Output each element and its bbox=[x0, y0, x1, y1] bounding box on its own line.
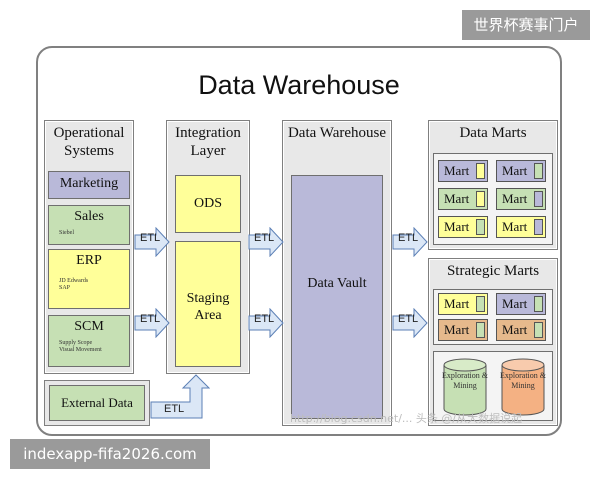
marketing-label: Marketing bbox=[59, 176, 119, 191]
data-marts-grid: Mart Mart Mart Mart Mart Mart bbox=[433, 153, 553, 245]
erp-box: ERP JD Edwards SAP bbox=[48, 249, 130, 309]
sales-label: Sales bbox=[74, 209, 104, 224]
exploration-2-label: Exploration & Mining bbox=[500, 371, 546, 390]
diagram-title: Data Warehouse bbox=[198, 70, 400, 100]
etl-arrow-1: ETL bbox=[134, 227, 170, 257]
staging-area-label: Staging Area bbox=[186, 291, 230, 323]
strategic-mart-2: Mart bbox=[496, 293, 546, 315]
strategic-marts-grid: Mart Mart Mart Mart bbox=[433, 289, 553, 345]
etl-arrow-3: ETL bbox=[248, 227, 284, 257]
ods-label: ODS bbox=[193, 196, 222, 211]
url-watermark: http://blog.csdn.net/... 头条 @/从大数据说起 bbox=[290, 412, 523, 425]
mart-6: Mart bbox=[496, 216, 546, 238]
etl-label-3: ETL bbox=[254, 232, 275, 244]
scm-sub: Supply Scope Visual Movement bbox=[59, 340, 102, 353]
sales-sub: Siebel bbox=[59, 230, 74, 236]
data-marts-title: Data Marts bbox=[459, 125, 527, 141]
etl-label-2: ETL bbox=[140, 313, 161, 325]
strategic-marts-panel: Strategic Marts Mart Mart Mart Mart Expl… bbox=[428, 258, 558, 426]
ods-box: ODS bbox=[175, 175, 241, 233]
strategic-marts-title: Strategic Marts bbox=[446, 263, 540, 279]
etl-label-5: ETL bbox=[398, 232, 419, 244]
scm-box: SCM Supply Scope Visual Movement bbox=[48, 315, 130, 367]
strategic-mart-3-label: Mart bbox=[444, 322, 470, 337]
data-warehouse-panel: Data Warehouse Data Vault bbox=[282, 120, 392, 426]
external-data-label: External Data bbox=[61, 395, 133, 410]
data-vault-label: Data Vault bbox=[307, 276, 367, 291]
etl-label-6: ETL bbox=[398, 313, 419, 325]
mart-1: Mart bbox=[438, 160, 488, 182]
exploration-cylinder-2: Exploration & Mining bbox=[500, 357, 546, 417]
mart-3: Mart bbox=[438, 188, 488, 210]
mart-6-label: Mart bbox=[502, 219, 528, 234]
mart-5: Mart bbox=[438, 216, 488, 238]
marketing-box: Marketing bbox=[48, 171, 130, 199]
watermark-bottom: indexapp-fifa2026.com bbox=[10, 439, 210, 469]
scm-label: SCM bbox=[74, 319, 104, 334]
mart-1-label: Mart bbox=[444, 163, 470, 178]
mart-4: Mart bbox=[496, 188, 546, 210]
strategic-mart-4-label: Mart bbox=[502, 322, 528, 337]
data-vault-box: Data Vault bbox=[291, 175, 383, 419]
exploration-cylinder-1: Exploration & Mining bbox=[442, 357, 488, 417]
exploration-1-label: Exploration & Mining bbox=[442, 371, 488, 390]
strategic-mart-2-label: Mart bbox=[502, 296, 528, 311]
staging-area-box: Staging Area bbox=[175, 241, 241, 367]
external-data-panel: External Data bbox=[44, 380, 150, 426]
strategic-mart-4: Mart bbox=[496, 319, 546, 341]
etl-arrow-external: ETL bbox=[150, 374, 210, 420]
mart-2: Mart bbox=[496, 160, 546, 182]
etl-label-4: ETL bbox=[254, 313, 275, 325]
mart-5-label: Mart bbox=[444, 219, 470, 234]
operational-systems-panel: Operational Systems Marketing Sales Sieb… bbox=[44, 120, 134, 374]
etl-label-1: ETL bbox=[140, 232, 161, 244]
erp-sub: JD Edwards SAP bbox=[59, 278, 89, 291]
data-marts-panel: Data Marts Mart Mart Mart Mart Mart Mart bbox=[428, 120, 558, 250]
data-warehouse-title: Data Warehouse bbox=[287, 125, 387, 141]
exploration-area: Exploration & Mining Exploration & Minin… bbox=[433, 351, 553, 421]
etl-arrow-2: ETL bbox=[134, 308, 170, 338]
mart-3-label: Mart bbox=[444, 191, 470, 206]
watermark-top: 世界杯赛事门户 bbox=[462, 10, 590, 40]
external-data-box: External Data bbox=[49, 385, 145, 421]
etl-arrow-4: ETL bbox=[248, 308, 284, 338]
integration-layer-title: Integration Layer bbox=[175, 125, 241, 159]
mart-2-label: Mart bbox=[502, 163, 528, 178]
strategic-mart-1-label: Mart bbox=[444, 296, 470, 311]
etl-arrow-6: ETL bbox=[392, 308, 428, 338]
sales-box: Sales Siebel bbox=[48, 205, 130, 245]
strategic-mart-3: Mart bbox=[438, 319, 488, 341]
integration-layer-panel: Integration Layer ODS Staging Area bbox=[166, 120, 250, 374]
strategic-mart-1: Mart bbox=[438, 293, 488, 315]
etl-label-external: ETL bbox=[164, 403, 185, 415]
etl-arrow-5: ETL bbox=[392, 227, 428, 257]
erp-label: ERP bbox=[76, 253, 102, 268]
mart-4-label: Mart bbox=[502, 191, 528, 206]
operational-systems-title: Operational Systems bbox=[53, 125, 125, 159]
